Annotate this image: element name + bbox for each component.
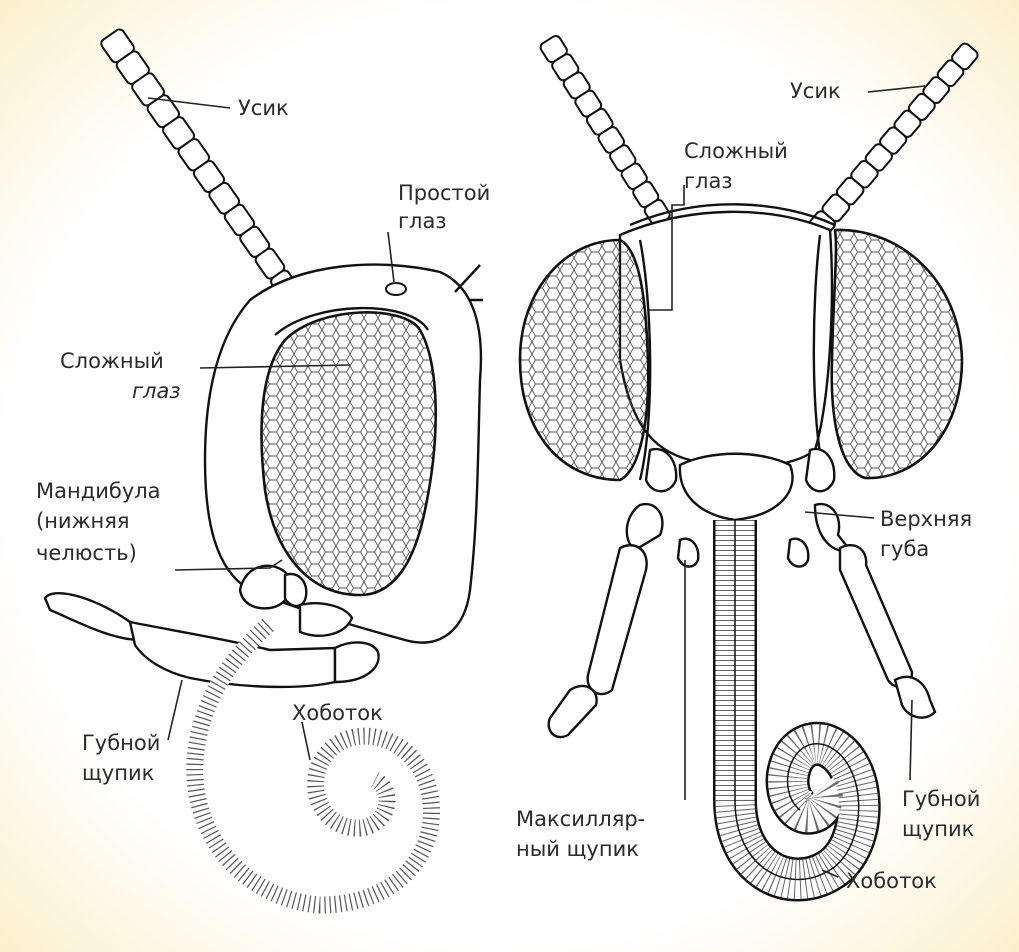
right-compound-eye-label-1: Сложный (684, 139, 788, 163)
left-mandible-label-3: челюсть) (36, 541, 137, 565)
left-simple-eye (386, 283, 406, 295)
left-proboscis-leader (302, 722, 310, 760)
right-upper-lip-label-1: Верхняя (880, 507, 972, 531)
right-proboscis-label: Хоботок (846, 869, 937, 893)
right-upper-lip (680, 454, 793, 520)
right-face (620, 212, 832, 467)
right-antenna-leader (868, 86, 925, 92)
left-compound-eye-label-1: Сложный (60, 349, 164, 373)
right-labial-palp-label-2: щупик (902, 817, 974, 841)
right-compound-eye-label-2: глаз (684, 169, 733, 193)
right-maxillary-palp-right (788, 539, 808, 567)
right-maxillary-palp-label-1: Максилляр- (516, 807, 645, 831)
right-cheek-left (646, 449, 676, 491)
left-mandible-label-2: (нижняя (36, 509, 130, 533)
right-compound-eye-left (520, 240, 648, 480)
right-compound-eye-right (832, 230, 962, 478)
right-labial-palp-left (549, 504, 663, 737)
right-maxillary-palp-label-2: ный щупик (516, 837, 639, 861)
left-compound-eye (262, 312, 436, 595)
right-antenna-label: Усик (790, 79, 841, 103)
left-proboscis-label: Хоботок (292, 701, 383, 725)
left-compound-eye-label-2: глаз (132, 379, 181, 403)
left-labial-palp-label-1: Губной (82, 731, 160, 755)
left-simple-eye-label-2: глаз (398, 209, 447, 233)
right-proboscis (735, 520, 859, 879)
left-labial-palp-leader (168, 680, 182, 740)
right-labial-palp-label-1: Губной (902, 787, 980, 811)
right-cheek-right (806, 449, 834, 491)
left-antenna (99, 28, 316, 324)
right-maxillary-palp-left (678, 539, 698, 567)
left-labial-palp-label-2: щупик (82, 761, 154, 785)
right-upper-lip-label-2: губа (880, 537, 929, 561)
left-mandible-label-1: Мандибула (36, 479, 161, 503)
left-simple-eye-label-1: Простой (398, 181, 490, 205)
left-antenna-label: Усик (238, 96, 289, 120)
